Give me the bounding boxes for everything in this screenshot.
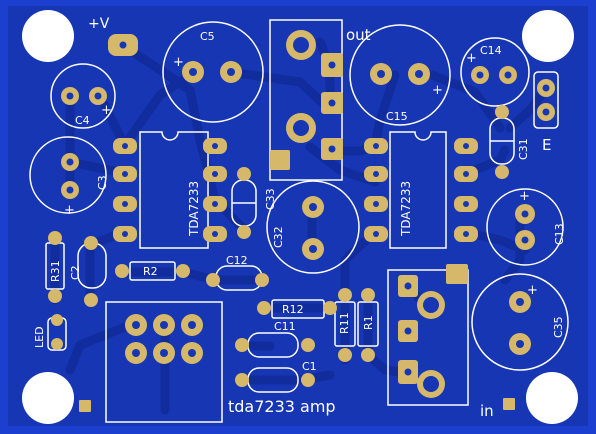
plus-sign: + (173, 55, 184, 70)
label-r11: R11 (338, 312, 351, 334)
label-c12: C12 (226, 254, 248, 267)
label-r12: R12 (282, 303, 304, 316)
r11-pad (338, 288, 352, 302)
label-c3: C3 (96, 175, 109, 190)
label-c5: C5 (200, 30, 215, 43)
mounting-hole (522, 10, 574, 62)
led-pad (51, 314, 63, 326)
c1-pad (235, 373, 249, 387)
plus-sign: + (527, 283, 538, 298)
ic2-outline (389, 131, 447, 249)
r2-outline (129, 261, 176, 281)
mounting-hole (22, 10, 74, 62)
copper-pour (8, 6, 588, 426)
c33-pad (237, 225, 251, 239)
c11-pad (301, 338, 315, 352)
ic1-outline (139, 131, 209, 249)
r11-pad (338, 348, 352, 362)
lug-holes (293, 37, 439, 392)
label-ic2: TDA7233 (399, 181, 413, 237)
label-in: in (480, 402, 494, 420)
c32-outline (266, 180, 360, 274)
plus-sign: + (101, 103, 112, 118)
label-c15: C15 (386, 110, 408, 123)
label-led: LED (33, 326, 46, 348)
e-connector-outline (533, 71, 559, 129)
r1-pad (361, 288, 375, 302)
in-connector-side-pad (446, 264, 468, 284)
c14-outline (460, 37, 530, 107)
label-c33: C33 (264, 188, 277, 210)
plus-sign: + (466, 51, 477, 66)
label-c14: C14 (480, 44, 502, 57)
r2-pad (115, 264, 129, 278)
mounting-hole (22, 372, 74, 424)
label-e: E (542, 136, 551, 154)
c4-outline (50, 63, 116, 129)
test-pad (503, 398, 515, 410)
label-c13: C13 (553, 223, 566, 245)
silkscreen-outlines (29, 19, 569, 423)
drill-holes (66, 41, 550, 376)
c3-outline (29, 136, 107, 214)
plus-sign: + (432, 83, 443, 98)
label-r1: R1 (362, 315, 375, 330)
label-c1: C1 (302, 360, 317, 373)
c5-outline (162, 21, 264, 123)
c11-pad (235, 338, 249, 352)
c2-pad (84, 236, 98, 250)
led-pad (51, 338, 63, 350)
c31-pad (495, 165, 509, 179)
r31-pad (48, 289, 62, 303)
label-c11: C11 (274, 320, 296, 333)
plus-sign: + (519, 189, 530, 204)
c1-pad (301, 373, 315, 387)
in-connector-outline (387, 269, 469, 406)
plus-sign: + (64, 203, 75, 218)
r31-pad (48, 231, 62, 245)
label-c4: C4 (75, 114, 90, 127)
c12-pad (255, 273, 269, 287)
test-pad (79, 400, 91, 412)
c33-pad (237, 167, 251, 181)
power-connector-outline (105, 301, 223, 423)
label-c32: C32 (272, 226, 285, 248)
r2-pad (176, 264, 190, 278)
c15-outline (349, 24, 451, 126)
mounting-holes (22, 10, 578, 424)
label-r2: R2 (143, 265, 158, 278)
c13-outline (486, 188, 564, 266)
label-c31: C31 (517, 138, 530, 160)
c31-pad (495, 105, 509, 119)
r12-pad (257, 301, 271, 315)
label-c2: C2 (69, 265, 82, 280)
mounting-hole (526, 372, 578, 424)
c12-pad (206, 273, 220, 287)
out-connector-side-pad (270, 150, 290, 170)
board-title: tda7233 amp (228, 397, 336, 416)
silkscreen-labels: +V out C5 C4 C15 C14 E C31 C3 TDA7233 TD… (33, 16, 566, 420)
label-vplus: +V (88, 16, 110, 32)
label-out: out (346, 26, 371, 44)
label-c35: C35 (552, 316, 565, 338)
r1-pad (361, 348, 375, 362)
label-r31: R31 (49, 260, 62, 282)
r12-pad (323, 301, 337, 315)
label-ic1: TDA7233 (187, 181, 201, 237)
c2-pad (84, 293, 98, 307)
c35-outline (471, 273, 569, 371)
